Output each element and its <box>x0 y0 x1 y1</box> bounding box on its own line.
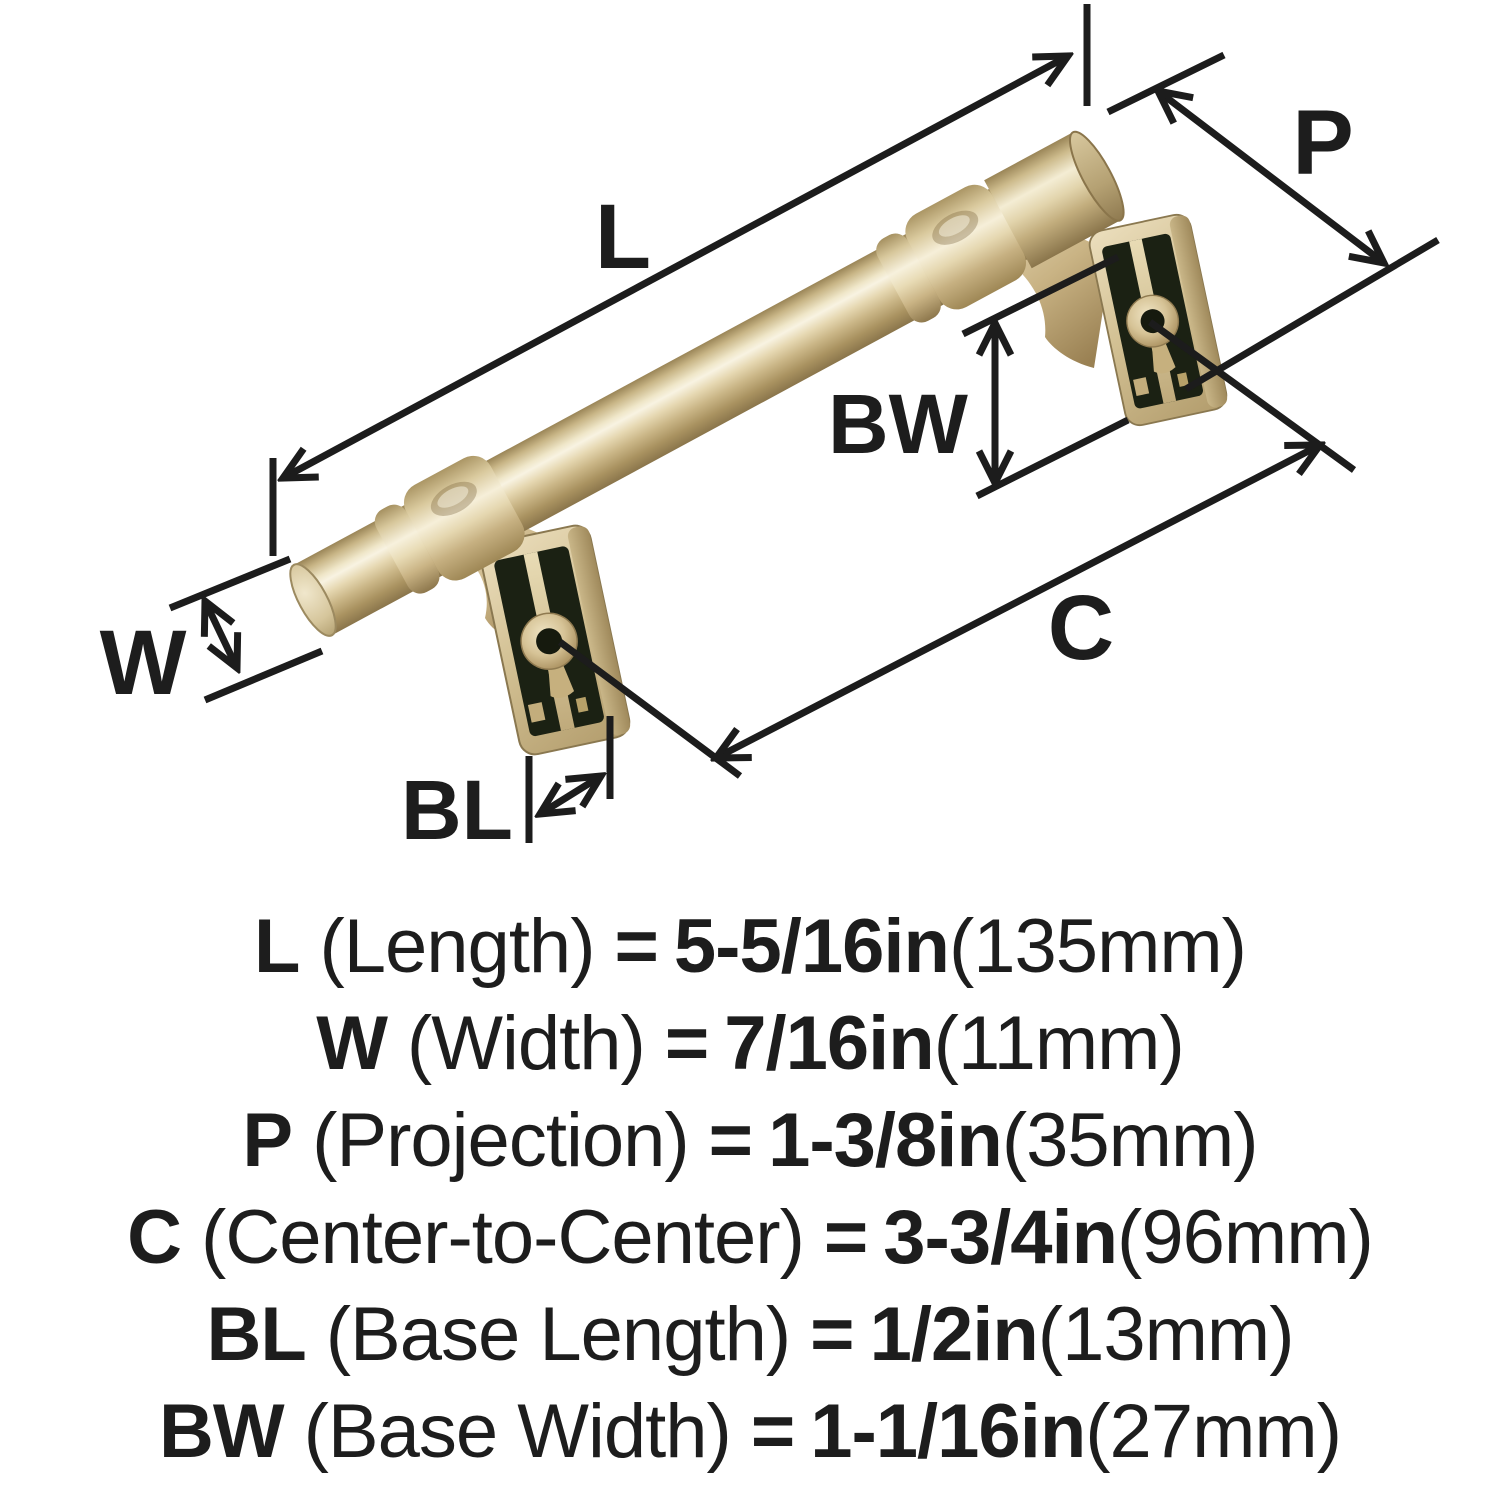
spec-value-metric: (11mm) <box>933 1001 1185 1086</box>
screw-keyhole-tail <box>548 661 575 699</box>
base-slot-glint <box>1177 372 1189 387</box>
spec-value-inches: 3-3/4in <box>883 1195 1118 1280</box>
base-slot-glint <box>575 696 589 713</box>
spec-equals: = <box>614 904 659 989</box>
spec-name: (Width) <box>406 1001 646 1086</box>
spec-list: L(Length)=5-5/16in(135mm)W(Width)=7/16in… <box>0 884 1500 1480</box>
right-post-base <box>1088 213 1228 427</box>
spec-symbol: W <box>316 1001 388 1086</box>
screw-keyhole-tail <box>1151 339 1176 374</box>
spec-name: (Base Length) <box>325 1292 791 1377</box>
left-post-base <box>479 524 631 756</box>
dim-C-arrow <box>716 445 1320 758</box>
dim-W-tick-bottom <box>203 647 324 704</box>
dim-BL-label: BL <box>401 763 513 857</box>
dimension-annotations: L W P BW C BL <box>100 4 1440 857</box>
spec-symbol: P <box>242 1098 293 1183</box>
dimension-diagram: L W P BW C BL <box>100 4 1440 857</box>
dim-P-tick-top <box>1106 51 1226 116</box>
spec-row: BL(Base Length)=1/2in(13mm) <box>206 1286 1295 1383</box>
spec-symbol: L <box>254 904 300 989</box>
spec-equals: = <box>750 1389 795 1474</box>
spec-value-inches: 5-5/16in <box>673 904 950 989</box>
handle-dimension-drawing: L W P BW C BL <box>100 4 1440 857</box>
dim-W-arrow <box>205 601 237 668</box>
spec-row: L(Length)=5-5/16in(135mm) <box>254 898 1247 995</box>
spec-row: W(Width)=7/16in(11mm) <box>316 995 1185 1092</box>
dim-P-label: P <box>1292 92 1353 194</box>
spec-value-inches: 1/2in <box>869 1292 1039 1377</box>
dim-L-arrow <box>283 56 1068 478</box>
dim-BW-label: BW <box>828 377 969 471</box>
spec-value-inches: 7/16in <box>724 1001 934 1086</box>
dim-C-label: C <box>1048 577 1114 679</box>
spec-value-inches: 1-3/8in <box>768 1098 1003 1183</box>
dim-P-baseline <box>1184 236 1440 393</box>
left-collar-ring <box>374 504 440 594</box>
dim-W-tick-top <box>168 555 292 612</box>
dim-P-arrow <box>1158 91 1384 263</box>
spec-name: (Center-to-Center) <box>201 1195 805 1280</box>
spec-name: (Length) <box>319 904 595 989</box>
screw-hole <box>536 628 563 655</box>
spec-name: (Base Width) <box>303 1389 732 1474</box>
spec-symbol: C <box>127 1195 182 1280</box>
spec-value-metric: (27mm) <box>1085 1389 1342 1474</box>
spec-equals: = <box>664 1001 709 1086</box>
spec-value-metric: (13mm) <box>1037 1292 1295 1377</box>
dim-L-label: L <box>595 186 651 288</box>
spec-equals: = <box>810 1292 854 1377</box>
spec-symbol: BW <box>158 1389 285 1474</box>
dim-BL-arrow <box>540 776 601 814</box>
dim-BW-tick-bottom <box>975 416 1130 500</box>
spec-value-metric: (35mm) <box>1001 1098 1259 1183</box>
spec-name: (Projection) <box>312 1098 690 1183</box>
spec-value-inches: 1-1/16in <box>810 1389 1086 1474</box>
handle-bar-assembly <box>289 130 1125 637</box>
spec-row: P(Projection)=1-3/8in(35mm) <box>242 1092 1259 1189</box>
dim-W-label: W <box>100 612 187 714</box>
spec-value-metric: (135mm) <box>948 904 1247 989</box>
spec-equals: = <box>708 1098 753 1183</box>
spec-symbol: BL <box>206 1292 306 1377</box>
spec-row: BW(Base Width)=1-1/16in(27mm) <box>158 1383 1342 1480</box>
spec-row: C(Center-to-Center)=3-3/4in(96mm) <box>127 1189 1374 1286</box>
spec-value-metric: (96mm) <box>1117 1195 1374 1280</box>
left-clamp-strap <box>403 455 525 581</box>
base-slot-glint <box>527 702 546 723</box>
left-strap-notch-highlight <box>437 486 469 508</box>
base-slot-glint <box>1133 377 1150 397</box>
bar-left-cap <box>289 563 337 637</box>
spec-equals: = <box>823 1195 868 1280</box>
